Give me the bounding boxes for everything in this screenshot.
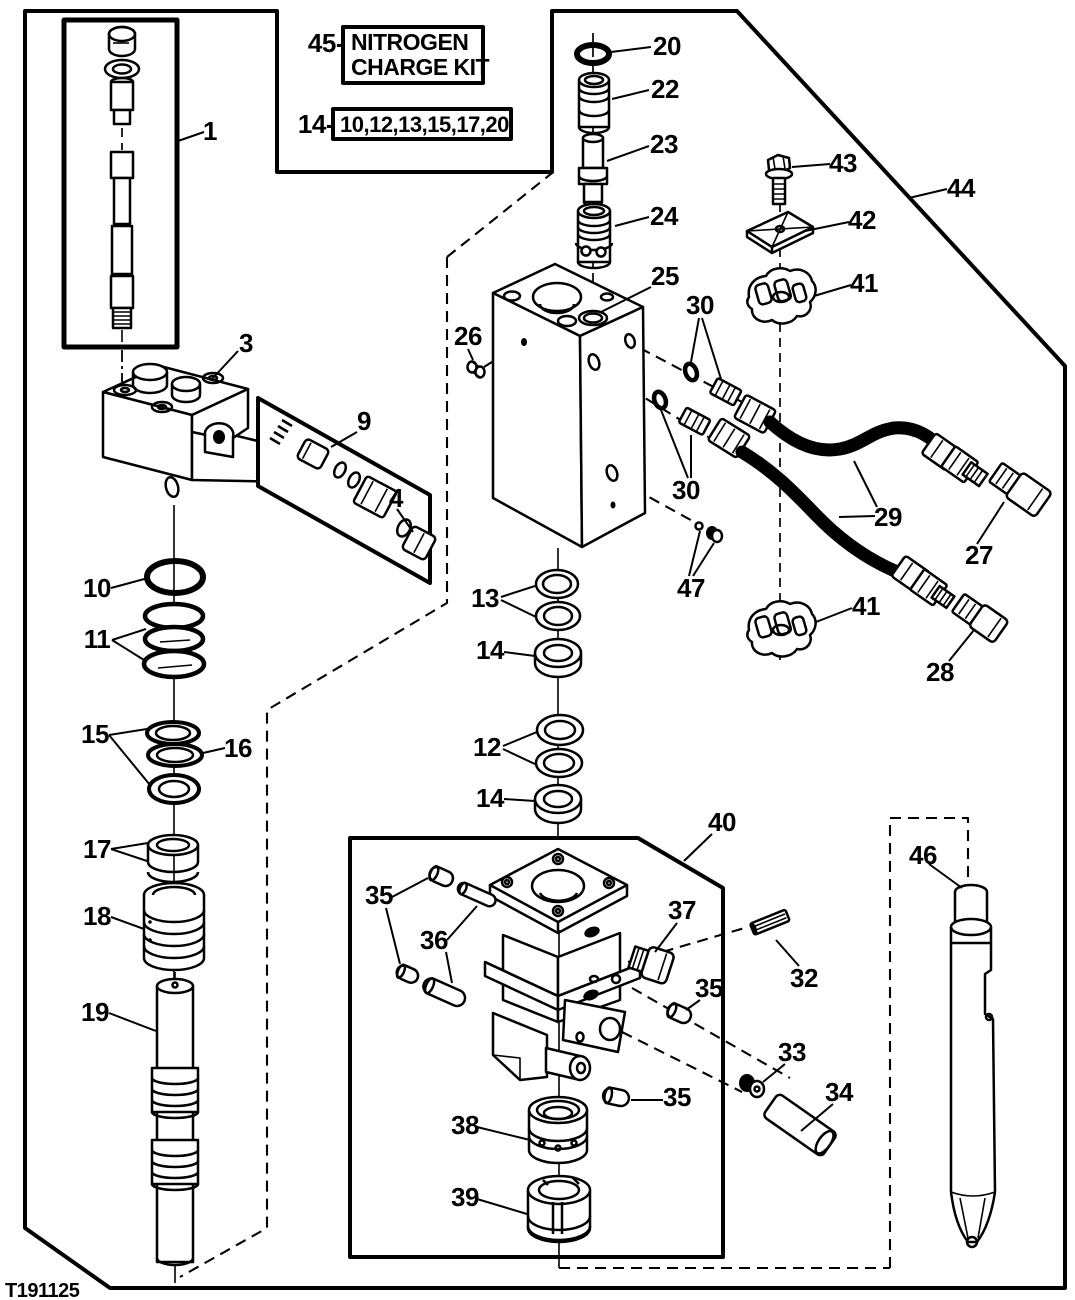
callout-35-bottom: 35 [663, 1082, 691, 1112]
callout-47: 47 [677, 573, 705, 603]
callout-23: 23 [650, 129, 678, 159]
part-4-cap [401, 525, 437, 561]
part-10-o-ring [144, 558, 206, 596]
callout-41-lower: 41 [852, 591, 880, 621]
callout-15: 15 [81, 719, 109, 749]
part-33-plug [739, 1074, 766, 1099]
callout-9: 9 [357, 406, 371, 436]
part-39-bushing [526, 1174, 592, 1244]
part-11-rings [141, 601, 207, 680]
part-27-plug [988, 462, 1052, 517]
callout-19: 19 [81, 997, 109, 1027]
callout-16: 16 [224, 733, 252, 763]
part-38-bushing [527, 1095, 589, 1165]
callout-13: 13 [471, 583, 499, 613]
parts-13-14-12-seal-rings [533, 568, 585, 825]
callout-18: 18 [83, 901, 111, 931]
part-9-valve-body [352, 475, 398, 519]
callout-12: 12 [473, 732, 501, 762]
nitrogen-kit-box [341, 25, 485, 85]
callout-30-lower: 30 [672, 475, 700, 505]
callout-25: 25 [651, 261, 679, 291]
part-32-roll-pin [749, 908, 791, 936]
callout-11: 11 [84, 624, 111, 654]
callout-14-upper: 14 [476, 635, 505, 665]
callout-43: 43 [829, 148, 857, 178]
part-34-pin [763, 1093, 837, 1157]
callout-35-top: 35 [365, 880, 393, 910]
part-40-lower-valve-body [483, 847, 642, 1082]
part-47-check-parts [694, 521, 724, 544]
callout-24: 24 [650, 201, 679, 231]
seal-kit-contents: 10,12,13,15,17,20 [340, 112, 509, 137]
callout-41-upper: 41 [850, 268, 878, 298]
part-17-seal [146, 833, 200, 884]
callout-27: 27 [965, 540, 993, 570]
callout-14-lower: 14 [476, 783, 505, 813]
part-20-o-ring [574, 42, 612, 66]
part-23-valve-stem [577, 132, 609, 208]
diagram-border [23, 9, 1067, 1290]
part-42-plate [745, 210, 815, 255]
part-46-chisel [949, 883, 997, 1249]
part-1-tie-rod [61, 17, 180, 350]
callout-1: 1 [203, 116, 217, 146]
part-24-cartridge [574, 202, 614, 270]
callout-36: 36 [420, 925, 448, 955]
callout-35-right: 35 [695, 973, 723, 1003]
callout-34: 34 [825, 1077, 854, 1107]
legend: 45- NITROGEN CHARGE KIT 14- 10,12,13,15,… [298, 25, 513, 141]
callout-46: 46 [909, 840, 937, 870]
callout-17: 17 [83, 834, 111, 864]
callout-4: 4 [389, 483, 404, 513]
callout-40: 40 [708, 807, 736, 837]
callout-30-upper: 30 [686, 290, 714, 320]
nitrogen-kit-ref: 45- [308, 28, 344, 58]
callout-44: 44 [947, 173, 976, 203]
part-26-plug [466, 360, 486, 379]
callout-42: 42 [848, 205, 876, 235]
part-19-piston [150, 972, 200, 1283]
nitrogen-kit-line1: NITROGEN [351, 29, 468, 55]
figure-id: T191125 [5, 1280, 80, 1300]
part-37-plug [627, 945, 675, 985]
part-41-clamp-lower [746, 600, 817, 658]
part-28-plug [951, 593, 1009, 643]
callout-39: 39 [451, 1182, 479, 1212]
part-9-poppet [296, 438, 330, 470]
part-41-clamp-upper [746, 267, 817, 325]
callout-37: 37 [668, 895, 696, 925]
callout-26: 26 [454, 321, 482, 351]
part-3-valve-block [101, 362, 297, 499]
nitrogen-kit-line2: CHARGE KIT [351, 54, 490, 80]
callout-20: 20 [653, 31, 681, 61]
callout-33: 33 [778, 1037, 806, 1067]
callout-28: 28 [926, 657, 954, 687]
part-15-16-seals [145, 720, 204, 805]
callout-29: 29 [874, 502, 902, 532]
part-25-valve-housing [491, 262, 647, 549]
callout-labels: 1 3 9 4 10 11 15 16 17 18 19 20 22 23 24… [81, 31, 993, 1212]
part-43-bolt [764, 153, 794, 206]
seal-kit-ref: 14- [298, 109, 334, 139]
leader-lines [108, 46, 1005, 1215]
seal-kit-box [331, 107, 513, 141]
callout-38: 38 [451, 1110, 479, 1140]
part-40-box [348, 836, 725, 1259]
part-9-kit-panel [256, 396, 437, 585]
part-30-fittings [651, 361, 743, 436]
callout-10: 10 [83, 573, 111, 603]
part-18-spring-seal [142, 881, 206, 972]
callout-3: 3 [239, 328, 253, 358]
part-29-hoses [707, 394, 989, 610]
part-22-cartridge-cap [577, 71, 611, 135]
parts-35-36-pins [395, 865, 693, 1108]
callout-22: 22 [651, 74, 679, 104]
callout-32: 32 [790, 963, 818, 993]
